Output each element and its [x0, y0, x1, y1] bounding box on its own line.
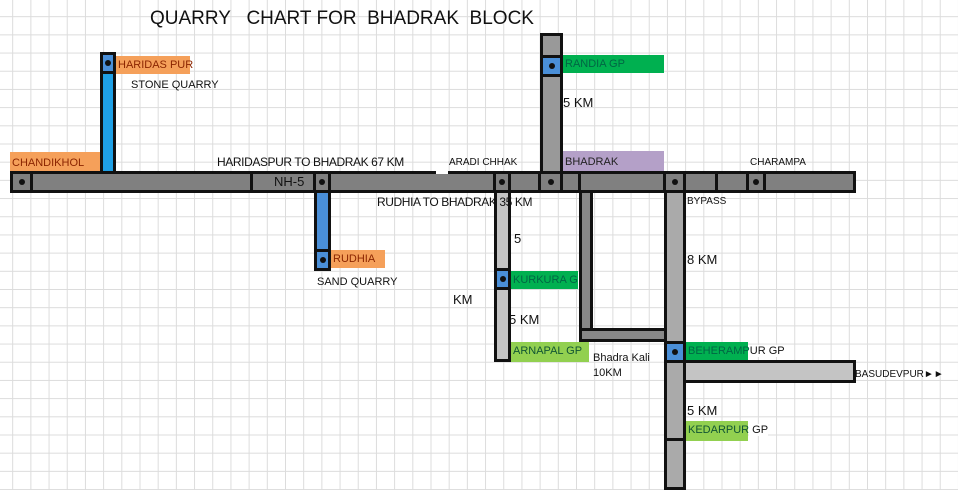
road-divider	[715, 171, 718, 193]
bhadrakali-road-horizontal	[579, 328, 667, 342]
haridaspur-road-label: HARIDASPUR TO BHADRAK 67 KM	[217, 155, 404, 169]
rudhia-road-label: RUDHIA TO BHADRAK 35 KM	[377, 195, 533, 209]
bhadrakali-label: Bhadra Kali	[593, 352, 650, 364]
basudevpur-label: BASUDEVPUR►►	[855, 369, 944, 380]
charampa-junction	[746, 171, 766, 193]
randia-marker	[540, 55, 563, 77]
haridaspur-label: HARIDAS PUR	[116, 56, 193, 74]
charampa-label: CHARAMPA	[750, 157, 806, 168]
nh5-main-road	[10, 171, 856, 193]
chart-title: QUARRY CHART FOR BHADRAK BLOCK	[150, 8, 534, 29]
kedarpur-label-a: KEDARPUR	[688, 424, 750, 436]
road-divider	[250, 171, 253, 193]
nh5-label: NH-5	[274, 174, 305, 189]
arnapal-distance: 5 KM	[509, 312, 540, 327]
bypass-label: BYPASS	[687, 196, 727, 207]
randia-label: RANDIA GP	[563, 55, 664, 73]
beherampur-label: BEHERAMPUR GP	[686, 342, 785, 360]
beherampur-marker	[664, 341, 686, 363]
kurkura-distance-unit: KM	[453, 292, 473, 307]
stone-quarry-label: STONE QUARRY	[131, 79, 219, 91]
sand-quarry-label: SAND QUARRY	[317, 276, 398, 288]
road-divider	[664, 438, 686, 441]
basudevpur-road	[683, 360, 856, 383]
kedarpur-distance: 5 KM	[687, 403, 718, 418]
kurkura-marker	[494, 268, 511, 290]
chandikhol-label: CHANDIKHOL	[10, 152, 100, 172]
beherampur-label-b: UR GP	[749, 345, 785, 357]
rudhia-label: RUDHIA	[331, 250, 385, 268]
chandikhol-junction	[10, 171, 33, 193]
kurkura-label: KURKURA GP	[511, 271, 578, 289]
kurkura-distance: 5	[514, 231, 522, 246]
arnapal-label: ARNAPAL GP	[511, 342, 589, 362]
bhadrak-junction	[538, 171, 563, 193]
aradi-chhak-label: ARADI CHHAK	[449, 157, 518, 168]
road-divider	[578, 171, 581, 193]
beherampur-label-a: BEHERAMP	[688, 345, 750, 357]
bypass-distance: 8 KM	[687, 252, 718, 267]
bhadrakali-distance: 10KM	[593, 367, 622, 379]
road-gap	[436, 170, 448, 174]
bhadrak-label: BHADRAK	[563, 151, 664, 171]
randia-distance: 5 KM	[563, 95, 594, 110]
kedarpur-label: KEDARPUR GP	[686, 421, 769, 441]
rudhia-marker	[314, 249, 331, 271]
bypass-road	[664, 190, 686, 490]
haridaspur-marker	[100, 52, 116, 74]
bhadrakali-road-vertical	[579, 190, 593, 342]
kedarpur-label-b: GP	[749, 424, 769, 436]
